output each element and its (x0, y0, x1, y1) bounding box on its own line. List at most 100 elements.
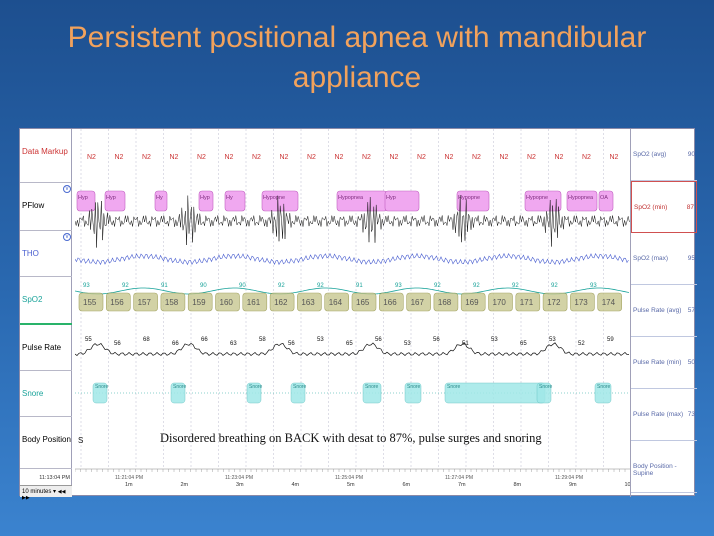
stat-value: 57 (687, 307, 695, 314)
desat-event (133, 292, 158, 312)
desat-event-label: 156 (110, 298, 124, 307)
channel-label-text: Snore (22, 389, 44, 398)
stat-1: SpO2 (min) 87 (631, 181, 697, 233)
time-tick-label: 11:27:04 PM (445, 475, 473, 481)
time-tick-label: 11:25:04 PM (335, 475, 363, 481)
desat-event-label: 159 (192, 298, 206, 307)
apnea-event (598, 190, 614, 212)
stat-4: Pulse Rate (min)50 (631, 337, 697, 389)
channel-label-text: Data Markup (22, 147, 68, 156)
pulse-value: 53 (317, 337, 324, 343)
channel-label-spo2[interactable]: SpO2 (20, 277, 72, 325)
channel-label-pulse-rate[interactable]: Pulse Rate (20, 325, 72, 371)
collapse-icon[interactable]: v (63, 233, 71, 241)
pulse-value: 63 (230, 341, 237, 347)
apnea-event-label: Hypopne (458, 195, 480, 201)
spo2-value: 92 (122, 283, 129, 289)
sleep-stage-label: N2 (362, 154, 371, 161)
sleep-stage-label: N2 (445, 154, 454, 161)
desat-event (242, 292, 268, 312)
desat-event (78, 292, 104, 312)
desat-event (406, 292, 431, 312)
pulse-value: 65 (346, 341, 353, 347)
spo2-value: 92 (278, 283, 285, 289)
snore-event-label: Snore (365, 384, 379, 390)
stat-label: Pulse Rate (min) (633, 359, 682, 366)
spo2-value: 92 (473, 283, 480, 289)
apnea-event-label: Hy (226, 195, 233, 201)
sleep-stage-label: N2 (87, 154, 96, 161)
snore-event (404, 382, 422, 404)
sleep-stage-label: N2 (417, 154, 426, 161)
minute-tick-label: 9m (569, 482, 577, 488)
stat-value: 87 (686, 204, 694, 211)
apnea-event (224, 190, 246, 212)
body-position-track: S (78, 436, 83, 445)
stat-2: SpO2 (max)95 (631, 233, 697, 285)
pulse-wave (75, 342, 630, 356)
desat-event-label: 171 (520, 298, 534, 307)
pflow-wave (75, 195, 630, 248)
stat-label: SpO2 (max) (633, 255, 669, 262)
channel-label-text: PFlow (22, 201, 45, 210)
snore-event-label: Snore (95, 384, 109, 390)
desat-event (187, 292, 213, 312)
apnea-event (198, 190, 214, 212)
snore-event (246, 382, 262, 404)
desat-event-label: 161 (247, 298, 261, 307)
time-tick-label: 11:29:04 PM (555, 475, 583, 481)
spo2-value: 91 (356, 283, 363, 289)
time-tick-label: 11:21:04 PM (115, 475, 143, 481)
start-time: 11:13:04 PM (39, 475, 70, 481)
stat-label: SpO2 (avg) (633, 151, 667, 158)
spo2-wave (75, 287, 630, 295)
desat-event-label: 155 (83, 298, 97, 307)
channel-label-snore[interactable]: Snore (20, 371, 72, 417)
zoom-value: 10 minutes (22, 489, 52, 495)
zoom-select[interactable]: 10 minutes ▾ ◀◀ ▶▶ (20, 485, 72, 501)
desat-event-label: 157 (138, 298, 152, 307)
sleep-stage-label: N2 (252, 154, 261, 161)
pulse-value: 53 (404, 341, 411, 347)
stat-0: SpO2 (avg) 90 (631, 129, 697, 181)
minute-tick-label: 4m (292, 482, 300, 488)
sleep-stage-label: N2 (280, 154, 289, 161)
pulse-value: 53 (491, 337, 498, 343)
spo2-value: 92 (317, 283, 324, 289)
spo2-value: 93 (83, 283, 90, 289)
snore-event-label: Snore (447, 384, 461, 390)
desat-event (215, 292, 240, 312)
snore-event (92, 382, 108, 404)
collapse-icon[interactable]: v (63, 185, 71, 193)
pulse-value: 53 (549, 337, 556, 343)
spo2-value: 90 (239, 283, 246, 289)
minute-tick-label: 3m (236, 482, 244, 488)
nav-arrows-icon[interactable]: ◀◀ ▶▶ (22, 489, 66, 501)
desat-event (324, 292, 349, 312)
apnea-event (104, 190, 126, 212)
slide-title: Persistent positional apnea with mandibu… (67, 21, 647, 94)
channel-label-data-markup[interactable]: Data Markup (20, 129, 72, 183)
stat-label: Body Position - Supine (633, 463, 677, 477)
sleep-stage-label: N2 (307, 154, 316, 161)
snore-event (594, 382, 612, 404)
stat-label: SpO2 (min) (634, 204, 668, 211)
snore-event (170, 382, 186, 404)
stat-value: 90 (687, 151, 695, 158)
spo2-value: 92 (434, 283, 441, 289)
channel-label-body-position[interactable]: Body Position (20, 417, 72, 469)
annotation-text: Disordered breathing on BACK with desat … (160, 431, 542, 445)
desat-event-label: 158 (165, 298, 179, 307)
apnea-event-label: Hyp (386, 195, 396, 201)
apnea-event-label: OA (600, 195, 608, 201)
pulse-value: 68 (143, 337, 150, 343)
apnea-event-label: Hypopnea (338, 195, 364, 201)
sleep-stage-label: N2 (390, 154, 399, 161)
snore-event-label: Snore (173, 384, 187, 390)
desat-event-label: 165 (356, 298, 370, 307)
